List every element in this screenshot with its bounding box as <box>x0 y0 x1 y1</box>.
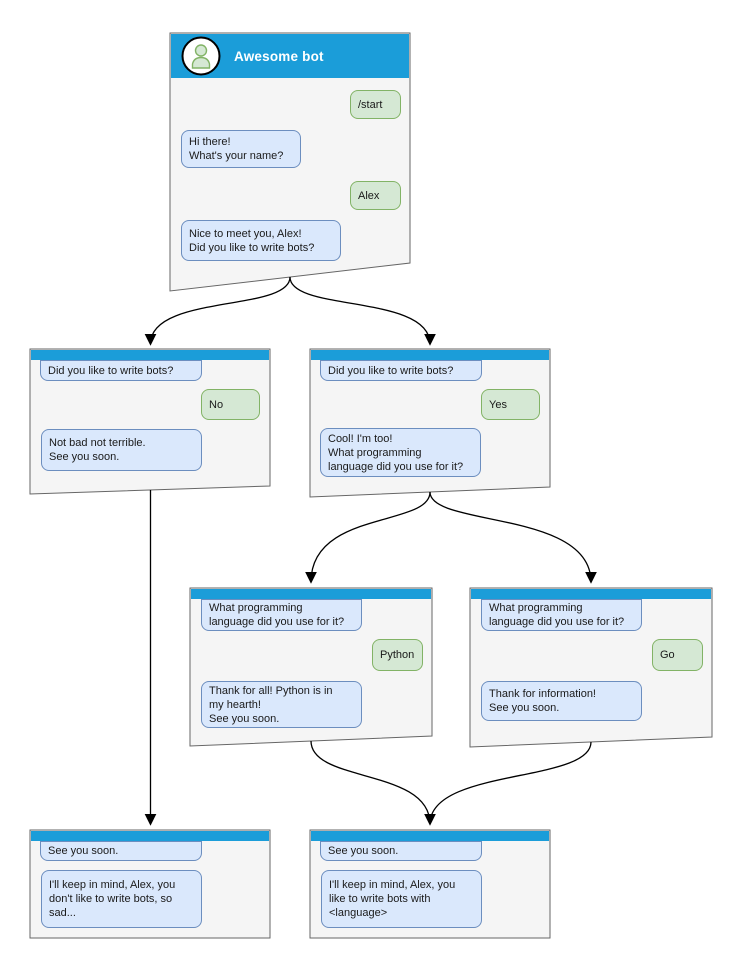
person-icon <box>191 44 211 69</box>
bot-message: Not bad not terrible. See you soon. <box>41 429 202 471</box>
window-root-header: Awesome bot <box>171 34 409 78</box>
user-message: /start <box>350 90 401 119</box>
user-message: Yes <box>481 389 540 420</box>
bot-message: Nice to meet you, Alex! Did you like to … <box>181 220 341 261</box>
edge-yes-to-python <box>305 491 431 584</box>
user-message: Python <box>372 639 423 671</box>
window-branch-no-header <box>31 350 269 360</box>
window-end-yes-header <box>311 831 549 841</box>
bot-message: Thank for all! Python is in my hearth! S… <box>201 681 362 728</box>
bot-message: What programming language did you use fo… <box>201 599 362 631</box>
edge-yes-to-go <box>429 491 597 584</box>
window-end-no-header <box>31 831 269 841</box>
bot-message: I'll keep in mind, Alex, you like to wri… <box>321 870 482 928</box>
window-branch-python-header <box>191 589 431 599</box>
bot-message: I'll keep in mind, Alex, you don't like … <box>41 870 202 928</box>
bot-message: Thank for information! See you soon. <box>481 681 642 721</box>
edge-root-to-yes <box>289 276 436 346</box>
bot-message: Did you like to write bots? <box>320 360 482 381</box>
bot-message: Cool! I'm too! What programming language… <box>320 428 481 477</box>
user-message: Alex <box>350 181 401 210</box>
user-message: No <box>201 389 260 420</box>
user-message: Go <box>652 639 703 671</box>
window-branch-go-header <box>471 589 711 599</box>
edge-root-to-no <box>144 276 291 346</box>
window-branch-yes-header <box>311 350 549 360</box>
edge-go-to-end-yes <box>429 741 592 825</box>
bot-message: See you soon. <box>40 841 202 861</box>
bot-message: What programming language did you use fo… <box>481 599 642 631</box>
edge-python-to-end-yes <box>310 740 436 826</box>
bot-message: Hi there! What's your name? <box>181 130 301 168</box>
window-title: Awesome bot <box>234 48 324 64</box>
bot-message: See you soon. <box>320 841 482 861</box>
avatar <box>181 36 221 76</box>
bot-message: Did you like to write bots? <box>40 360 202 381</box>
